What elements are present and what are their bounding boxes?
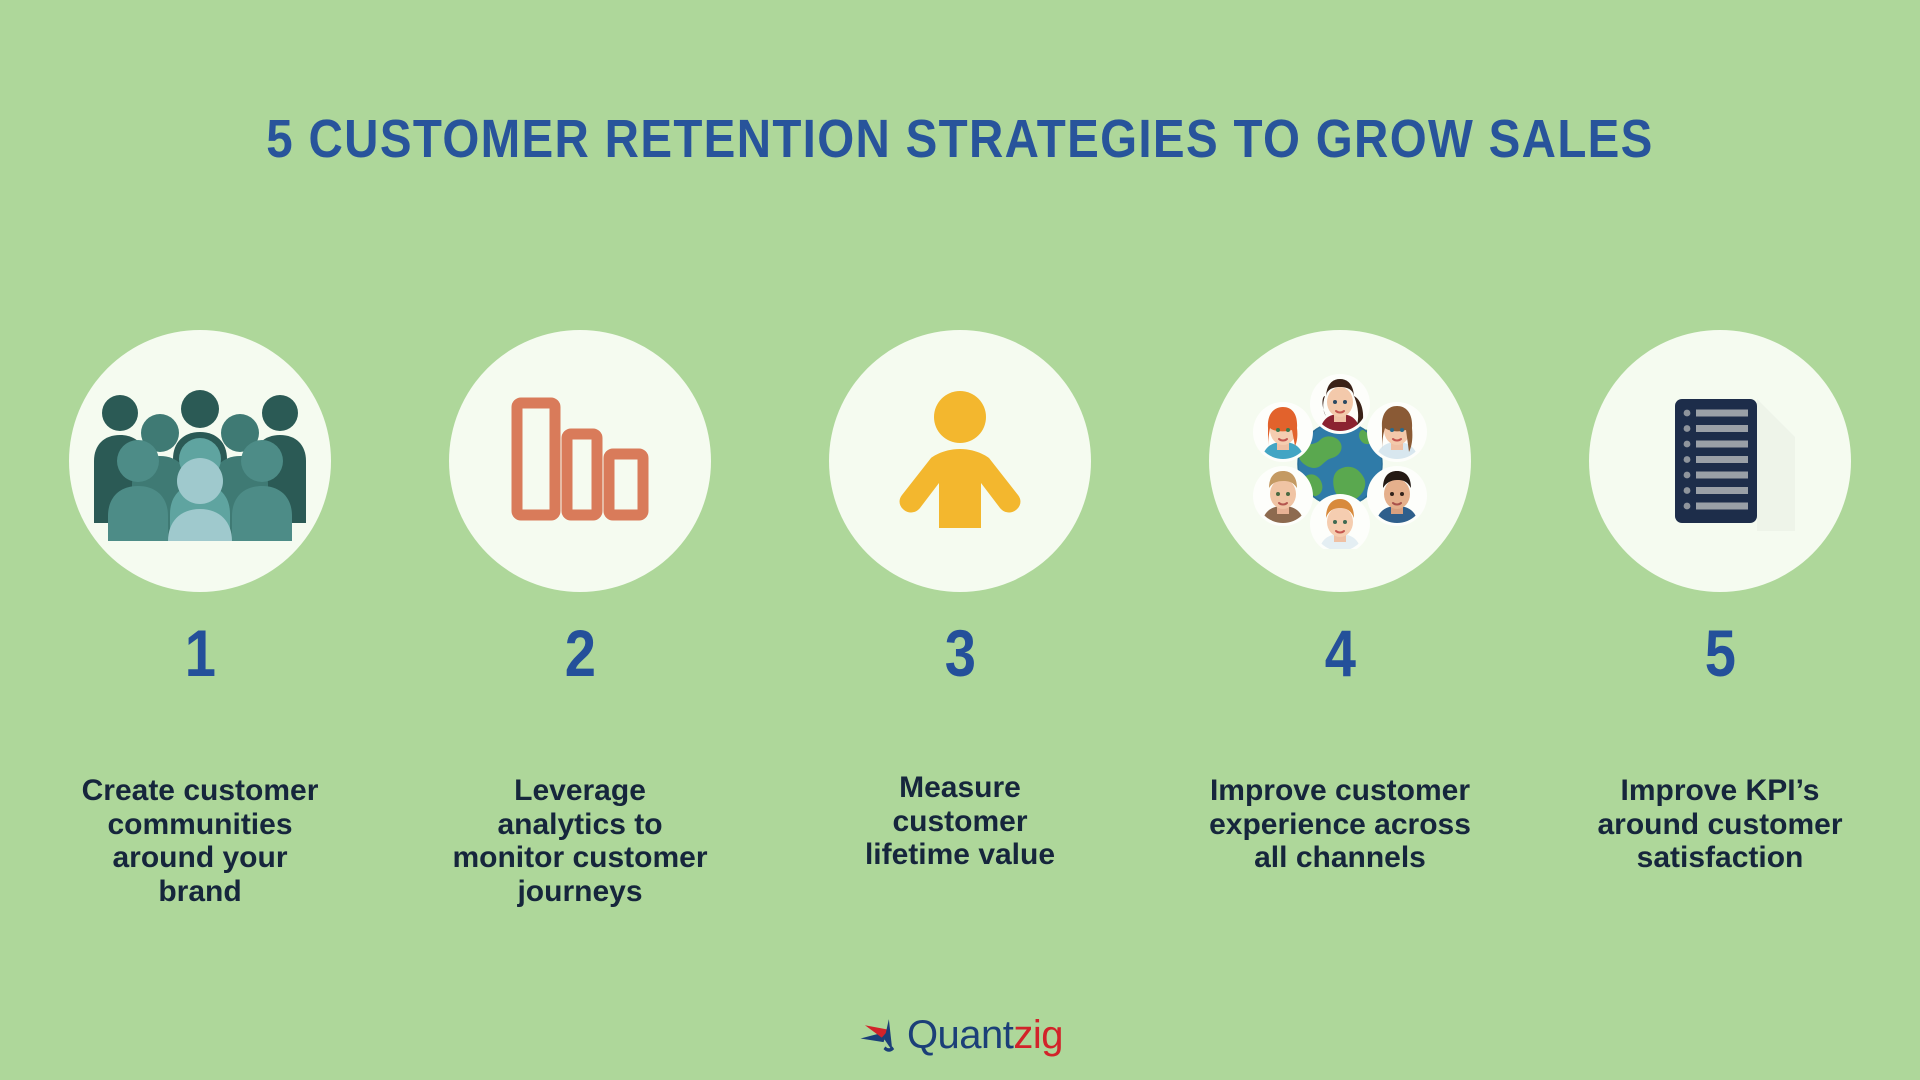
icon-circle-1	[69, 330, 331, 592]
person-icon	[899, 391, 1021, 528]
step-column-5: 5 Improve KPI’s around customer satisfac…	[1540, 330, 1900, 908]
step-caption-5: Improve KPI’s around customer satisfacti…	[1597, 774, 1843, 875]
checklist-icon	[1675, 399, 1795, 531]
step-number-3: 3	[944, 616, 976, 690]
step-number-1: 1	[184, 616, 216, 690]
step-caption-2: Leverage analytics to monitor customer j…	[452, 774, 708, 908]
step-caption-1: Create customer communities around your …	[81, 774, 319, 908]
page-title: 5 CUSTOMER RETENTION STRATEGIES TO GROW …	[266, 109, 1654, 169]
step-caption-4: Improve customer experience across all c…	[1209, 774, 1471, 875]
step-caption-3: Measure customer lifetime value	[864, 771, 1056, 872]
quantzig-fan-logo-icon	[860, 1019, 895, 1052]
icon-circle-4	[1209, 330, 1471, 592]
step-column-2: 2 Leverage analytics to monitor customer…	[400, 330, 760, 908]
brand-word-zig: zig	[1013, 1012, 1064, 1057]
icon-circle-2	[449, 330, 711, 592]
global-network-icon	[1253, 373, 1427, 549]
step-number-5: 5	[1704, 616, 1736, 690]
people-group-icon	[94, 390, 306, 541]
steps-row: 1 Create customer communities around you…	[0, 330, 1920, 908]
icon-circle-3	[829, 330, 1091, 592]
brand-word-quant: Quant	[906, 1012, 1014, 1057]
step-column-4: 4 Improve customer experience across all…	[1160, 330, 1520, 908]
bar-chart-icon	[511, 397, 649, 521]
step-column-1: 1 Create customer communities around you…	[20, 330, 380, 908]
icon-circle-5	[1589, 330, 1851, 592]
step-number-4: 4	[1324, 616, 1356, 690]
step-number-2: 2	[564, 616, 596, 690]
step-column-3: 3 Measure customer lifetime value	[780, 330, 1140, 908]
